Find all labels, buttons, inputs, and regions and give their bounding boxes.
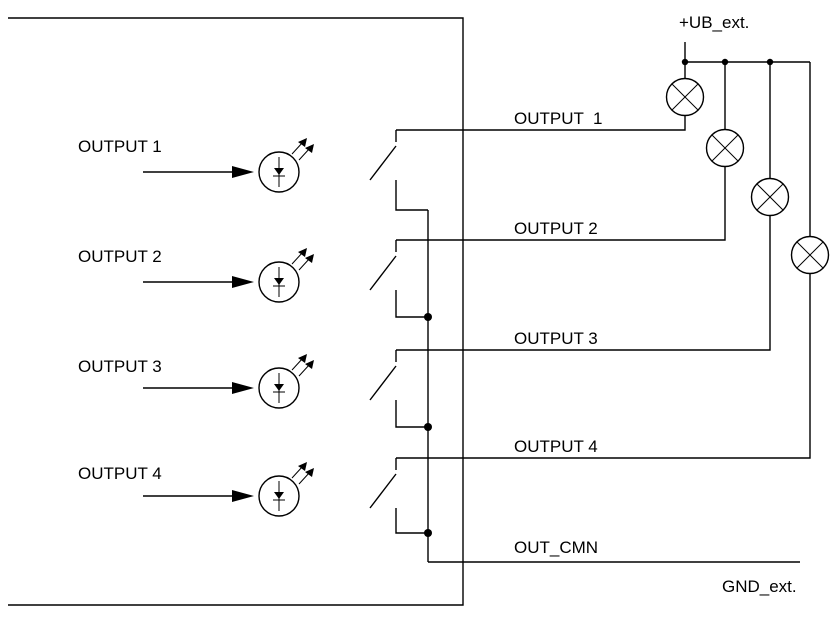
relay-switch-icon [369,130,428,211]
output-2-wire [396,167,726,241]
relay-channel-4 [143,458,428,534]
contact-return-lead [395,508,428,534]
junction-dot [721,58,729,66]
supply-label: +UB_ext. [679,13,749,32]
lamp-cross [671,83,699,111]
device-enclosure [8,17,464,606]
output-label-2: OUTPUT 2 [514,219,598,238]
input-label-2: OUTPUT 2 [78,247,162,266]
output-label-4: OUTPUT 4 [514,437,598,456]
junction-dot [424,529,432,537]
contact-blade [369,365,397,401]
led-optocoupler-icon [258,138,314,193]
led-optocoupler-icon [258,354,314,409]
junction-dot [681,58,689,66]
diode-triangle-icon [274,168,284,175]
relay-channel-2 [143,240,428,318]
contact-return-lead [395,180,428,211]
diode-triangle-icon [274,492,284,499]
junction-dot [424,313,432,321]
arrow-head-icon [232,490,254,502]
optocoupler-circle [258,151,300,193]
light-arrow-icon [305,144,314,153]
relay-switch-icon [369,350,428,428]
diode-triangle-icon [274,384,284,391]
output-1-wire [396,116,686,131]
arrow-head-icon [232,382,254,394]
contact-return-lead [395,400,428,428]
ground-label: GND_ext. [722,577,797,596]
light-arrow-icon [305,254,314,263]
relay-channel-1 [143,130,428,211]
lamp-group [665,77,830,275]
light-arrow-icon [305,360,314,369]
output-4-wire [396,274,811,459]
output-label-3: OUTPUT 3 [514,329,598,348]
relay-channel-3 [143,350,428,428]
output-label-1: OUTPUT 1 [514,109,602,128]
junction-dot [766,58,774,66]
contact-blade [369,255,397,291]
contact-blade [369,145,397,181]
lamp-cross [756,183,784,211]
light-arrow-icon [305,468,314,477]
contact-return-lead [395,290,428,318]
light-arrow-icon [298,138,307,147]
diode-triangle-icon [274,278,284,285]
lamp-icon [790,235,830,275]
light-arrow-icon [298,462,307,471]
lamp-cross [711,134,739,162]
contact-blade [369,473,397,509]
junction-dot [424,423,432,431]
output-3-wire [396,216,771,351]
lamp-icon [665,77,705,117]
led-optocoupler-icon [258,462,314,517]
optocoupler-circle [258,475,300,517]
input-label-1: OUTPUT 1 [78,137,162,156]
input-label-4: OUTPUT 4 [78,464,162,483]
input-label-3: OUTPUT 3 [78,357,162,376]
lamp-icon [750,177,790,217]
lamp-icon [705,128,745,168]
optocoupler-circle [258,367,300,409]
light-arrow-icon [298,354,307,363]
arrow-head-icon [232,276,254,288]
relay-channels [143,130,428,534]
relay-switch-icon [369,458,428,534]
relay-switch-icon [369,240,428,318]
common-label: OUT_CMN [514,538,598,557]
light-arrow-icon [298,248,307,257]
lamp-cross [796,241,824,269]
optocoupler-circle [258,261,300,303]
led-optocoupler-icon [258,248,314,303]
arrow-head-icon [232,166,254,178]
